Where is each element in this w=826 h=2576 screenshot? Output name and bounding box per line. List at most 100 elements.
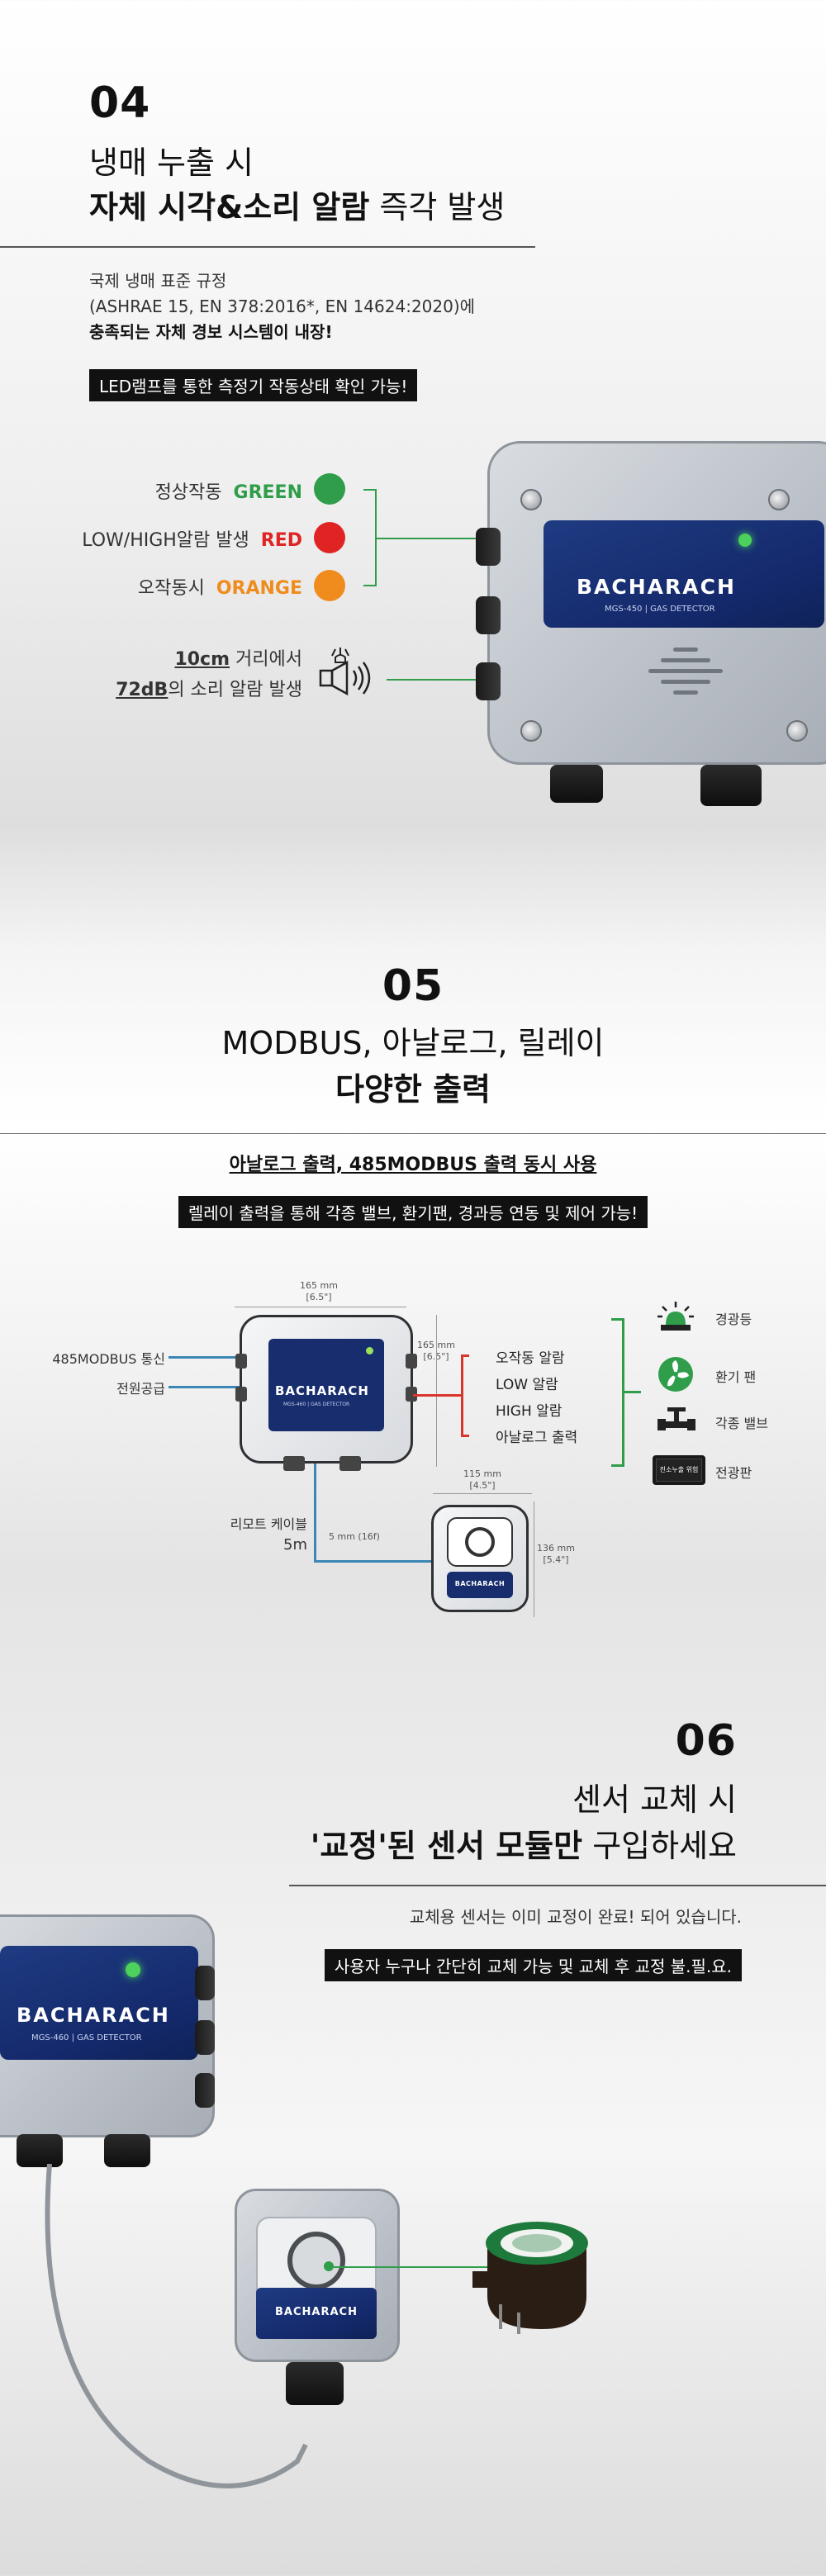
device-front-panel: BACHARACH MGS-450 | GAS DETECTOR — [544, 520, 824, 628]
section-number-05: 05 — [382, 961, 444, 1011]
device-06-gland-2 — [104, 2134, 150, 2167]
s04-headline-line1: 냉매 누출 시 — [89, 145, 254, 181]
s05-tag-wrap: 렐레이 출력을 통해 각종 밸브, 환기팬, 경과등 연동 및 제어 가능! — [0, 1196, 826, 1228]
s04-desc-line3: 충족되는 자체 경보 시스템이 내장! — [89, 322, 333, 342]
s06-headline-line1: 센서 교체 시 — [572, 1781, 737, 1818]
status-bracket — [363, 489, 377, 586]
cable-gland-right — [700, 765, 762, 806]
s04-headline-rest: 즉각 발생 — [369, 189, 506, 225]
section-number-06: 06 — [675, 1716, 737, 1766]
s04-headline-bold: 자체 시각&소리 알람 — [89, 189, 370, 225]
s04-headline-line2: 자체 시각&소리 알람 즉각 발생 — [89, 187, 505, 229]
remote-sensor-brand: BACHARACH — [454, 1580, 506, 1587]
s05-rule — [0, 1133, 826, 1134]
status-orange-label: 오작동시 — [137, 578, 205, 599]
device-status-led — [738, 534, 752, 547]
side-port-2 — [476, 596, 501, 634]
remote-sensor-gland — [286, 2362, 344, 2405]
display-board-text: 진소누출 위험 — [656, 1459, 702, 1482]
s04-description: 국제 냉매 표준 규정 (ASHRAE 15, EN 378:2016*, EN… — [89, 268, 475, 345]
section-number-04: 04 — [89, 78, 151, 128]
cable-gland-left — [550, 765, 603, 803]
s05-headline-line2: 다양한 출력 — [335, 1071, 491, 1108]
s06-headline-bold: '교정'된 센서 모듈만 — [310, 1828, 583, 1864]
devices-bracket — [611, 1318, 624, 1467]
s05-subtitle-wrap: 아날로그 출력, 485MODBUS 출력 동시 사용 — [0, 1150, 826, 1176]
sound-db: 72dB의 소리 알람 발생 — [116, 680, 302, 701]
device-brand: BACHARACH — [577, 575, 736, 599]
device-06-port-2 — [195, 2020, 215, 2055]
device-fan-label: 환기 팬 — [715, 1369, 757, 1385]
sound-alarm-text: 10cm 거리에서 72dB의 소리 알람 발생 — [116, 644, 302, 706]
output-high-alarm: HIGH 알람 — [496, 1403, 563, 1420]
status-red-label: LOW/HIGH알람 발생 — [82, 530, 249, 551]
status-orange-color: ORANGE — [216, 578, 302, 599]
display-board-icon: 진소누출 위험 — [653, 1455, 705, 1485]
diagram-device-led — [366, 1347, 373, 1354]
s04-led-tag: LED램프를 통한 측정기 작동상태 확인 가능! — [89, 369, 418, 401]
buzzer-grille — [644, 648, 727, 695]
s06-rule — [289, 1885, 826, 1886]
s05-subtitle: 아날로그 출력, 485MODBUS 출력 동시 사용 — [229, 1155, 597, 1175]
s06-headline-line2: '교정'된 센서 모듈만 구입하세요 — [311, 1825, 737, 1867]
s04-rule — [0, 246, 535, 248]
status-red-color: RED — [260, 530, 302, 551]
dim-height-line — [436, 1315, 437, 1467]
device-06-port-3 — [195, 2073, 215, 2108]
dim-height-label: 165 mm [6.5"] — [417, 1340, 455, 1363]
label-485modbus: 485MODBUS 통신 — [52, 1351, 165, 1367]
sensor-socket-dot — [324, 2261, 334, 2271]
s06-description: 교체용 센서는 이미 교정이 완료! 되어 있습니다. — [409, 1907, 742, 1927]
diagram-device: BACHARACH MGS-460 | GAS DETECTOR — [235, 1315, 417, 1471]
s05-headline-line1: MODBUS, 아날로그, 릴레이 — [221, 1025, 605, 1061]
output-low-alarm: LOW 알람 — [496, 1377, 558, 1393]
screw-br — [786, 720, 808, 742]
s04-desc-line2: (ASHRAE 15, EN 378:2016*, EN 14624:2020)… — [89, 297, 476, 316]
s06-replace-tag: 사용자 누구나 간단히 교체 가능 및 교체 후 교정 불.필.요. — [324, 1949, 742, 1981]
diagram-device-model: MGS-460 | GAS DETECTOR — [283, 1402, 350, 1407]
s04-desc-line1: 국제 냉매 표준 규정 — [89, 271, 227, 291]
s06-headline-rest: 구입하세요 — [582, 1828, 737, 1864]
power-line — [169, 1386, 243, 1388]
device-06-cable — [33, 2163, 330, 2511]
screw-tr — [768, 489, 790, 510]
label-power: 전원공급 — [116, 1381, 165, 1397]
beacon-light-icon — [656, 1300, 695, 1333]
device-beacon-label: 경광등 — [715, 1312, 752, 1327]
relay-bracket — [461, 1354, 469, 1437]
side-port-3 — [476, 662, 501, 700]
ventilation-fan-icon — [657, 1356, 694, 1392]
diagram-device-brand: BACHARACH — [275, 1383, 369, 1398]
device-06-model: MGS-460 | GAS DETECTOR — [31, 2033, 142, 2042]
output-analog: 아날로그 출력 — [496, 1430, 578, 1446]
side-port-1 — [476, 528, 501, 566]
status-row-green: 정상작동 GREEN — [155, 477, 302, 504]
modbus-line — [169, 1356, 243, 1359]
sound-distance: 10cm 거리에서 — [174, 649, 302, 670]
device-06-port-1 — [195, 1966, 215, 2000]
screw-bl — [520, 720, 542, 742]
mini-dim-width-line — [433, 1493, 532, 1494]
speaker-alarm-icon — [316, 646, 382, 704]
device-board-label: 전광판 — [715, 1465, 752, 1481]
replacement-sensor-module — [463, 2205, 595, 2337]
device-06-led — [126, 1962, 140, 1977]
screw-tl — [520, 489, 542, 510]
remote-cable-vline — [314, 1464, 316, 1563]
devices-connector — [624, 1391, 641, 1393]
led-red — [314, 522, 345, 553]
remote-cable-hline — [314, 1560, 438, 1563]
diagram-device-panel: BACHARACH MGS-460 | GAS DETECTOR — [268, 1339, 384, 1431]
remote-cable-length: 5m — [283, 1536, 307, 1554]
device-model: MGS-450 | GAS DETECTOR — [605, 605, 715, 614]
status-row-orange: 오작동시 ORANGE — [138, 573, 302, 600]
device-06-gland-1 — [17, 2134, 63, 2167]
device-valve-label: 각종 밸브 — [715, 1416, 768, 1431]
status-row-red: LOW/HIGH알람 발생 RED — [82, 525, 302, 552]
led-green — [314, 473, 345, 505]
remote-sensor-panel: BACHARACH — [256, 2288, 377, 2339]
status-green-color: GREEN — [233, 482, 302, 503]
led-orange — [314, 570, 345, 601]
device-06-brand: BACHARACH — [17, 2004, 170, 2027]
mini-dim-width: 115 mm [4.5"] — [463, 1468, 501, 1492]
